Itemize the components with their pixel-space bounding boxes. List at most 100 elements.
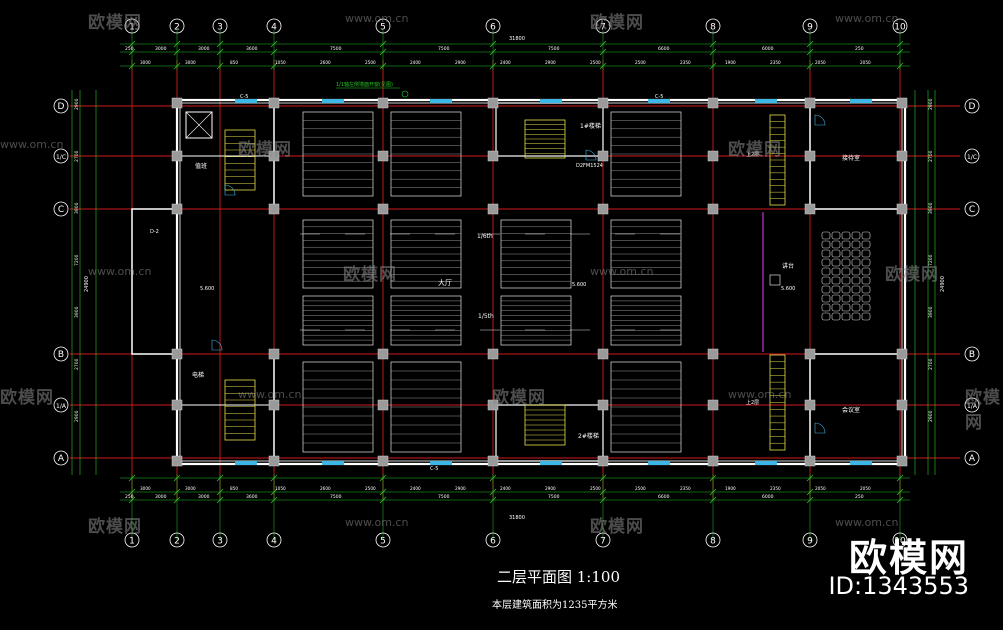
column <box>597 455 609 467</box>
door-swing <box>211 339 223 351</box>
column <box>804 97 816 109</box>
dim-text-row2-bottom: 2500 <box>635 486 646 491</box>
dim-text-right: 2900 <box>928 98 934 110</box>
column <box>268 203 280 215</box>
axis-bubble-number-text: 1 <box>129 537 135 547</box>
window-bottom <box>648 461 670 465</box>
axis-bubble-number-text: 3 <box>217 537 223 547</box>
watermark-logo-11: 欧模网 <box>590 517 644 537</box>
room-label-podium: 讲台 <box>782 262 794 270</box>
axis-bubble-letter <box>964 98 980 114</box>
column <box>707 399 719 411</box>
column <box>171 150 183 162</box>
auditorium-seat <box>821 240 831 249</box>
auditorium-seat <box>821 249 831 258</box>
column <box>804 150 816 162</box>
axis-bubble-number-text: 6 <box>490 23 496 33</box>
column <box>707 150 719 162</box>
dim-text-right: 2700 <box>928 358 934 370</box>
auditorium-seat <box>831 258 841 267</box>
dim-text-top: 6000 <box>762 46 774 52</box>
axis-bubble-letter-text: A <box>58 454 65 464</box>
axis-bubble-letter-text: 1/A <box>56 403 67 410</box>
dim-text-row2: 2500 <box>590 60 601 65</box>
door-swing <box>224 184 236 196</box>
column <box>268 455 280 467</box>
dim-text-row2-bottom: 2050 <box>860 486 871 491</box>
dim-text-left: 3900 <box>74 306 80 318</box>
auditorium-seat <box>851 276 861 285</box>
auditorium-seat <box>861 267 871 276</box>
axis-bubble-letter-text: A <box>969 454 976 464</box>
auditorium-seat <box>841 285 851 294</box>
auditorium-seat <box>841 312 851 321</box>
axis-bubble-number <box>705 532 721 548</box>
auditorium-seat <box>861 258 871 267</box>
auditorium-seat <box>861 276 871 285</box>
window-top <box>540 99 562 103</box>
watermark-logo-5: 欧模网 <box>343 265 397 285</box>
column <box>268 97 280 109</box>
stair-up-label-bottom: 上2层 <box>746 399 759 406</box>
column <box>896 348 908 360</box>
axis-bubble-number-text: 4 <box>271 537 277 547</box>
axis-bubble-number <box>802 18 818 34</box>
auditorium-seat <box>841 276 851 285</box>
dim-text-row2-bottom: 1050 <box>275 486 286 491</box>
axis-bubble-number-text: 10 <box>894 23 906 33</box>
column <box>487 399 499 411</box>
room-label-mid: 1/6th <box>477 233 493 240</box>
watermark-logo-4: 欧模网 <box>728 140 782 160</box>
dim-text-right: 2900 <box>928 410 934 422</box>
auditorium-seat <box>851 249 861 258</box>
dim-text-row2: 2050 <box>815 60 826 65</box>
column <box>487 348 499 360</box>
dim-text-top: 6600 <box>658 46 670 52</box>
auditorium-seat <box>831 303 841 312</box>
auditorium-seat <box>841 258 851 267</box>
dim-text-row2-bottom: 1900 <box>725 486 736 491</box>
axis-bubble-letter <box>53 346 69 362</box>
watermark-url-6: www.om.cn <box>238 388 302 401</box>
window-bottom <box>430 461 452 465</box>
column <box>804 203 816 215</box>
auditorium-seat <box>821 294 831 303</box>
axis-bubble-letter-text: D <box>969 102 976 112</box>
axis-bubble-number <box>485 18 501 34</box>
watermark-url-4: www.om.cn <box>88 265 152 278</box>
watermark-url-2: www.om.cn <box>835 12 899 25</box>
window-top <box>322 99 344 103</box>
window-bottom <box>850 461 872 465</box>
axis-bubble-letter-text: C <box>58 205 64 215</box>
column <box>377 203 389 215</box>
dim-text-row2-bottom: 3000 <box>185 486 196 491</box>
axis-bubble-number <box>266 532 282 548</box>
column <box>268 150 280 162</box>
column <box>171 455 183 467</box>
dim-text-top: 3600 <box>246 46 258 52</box>
window-bottom <box>322 461 344 465</box>
dim-text-row2-bottom: 2600 <box>320 486 331 491</box>
dim-text-bottom: 7500 <box>438 494 450 500</box>
axis-bubble-letter-text: 1/C <box>56 154 66 161</box>
dim-text-top: 250 <box>855 46 864 52</box>
axis-bubble-number-text: 1 <box>129 23 135 33</box>
axis-bubble-number <box>169 18 185 34</box>
column <box>597 399 609 411</box>
axis-bubble-letter <box>53 201 69 217</box>
dim-text-top: 7500 <box>438 46 450 52</box>
dim-text-row2: 2600 <box>320 60 331 65</box>
axis-bubble-number <box>212 532 228 548</box>
axis-bubble-number-text: 5 <box>380 537 386 547</box>
watermark-logo-3: 欧模网 <box>238 140 292 160</box>
auditorium-seat <box>841 249 851 258</box>
watermark-url-7: www.om.cn <box>728 388 792 401</box>
auditorium-seat <box>831 267 841 276</box>
axis-bubble-number-text: 10 <box>894 537 906 547</box>
auditorium-seat <box>861 249 871 258</box>
column <box>377 399 389 411</box>
dim-text-row2: 2900 <box>545 60 556 65</box>
level-mark-2: 5.600 <box>572 282 586 288</box>
brand-id-text: ID:1343553 <box>828 572 969 600</box>
